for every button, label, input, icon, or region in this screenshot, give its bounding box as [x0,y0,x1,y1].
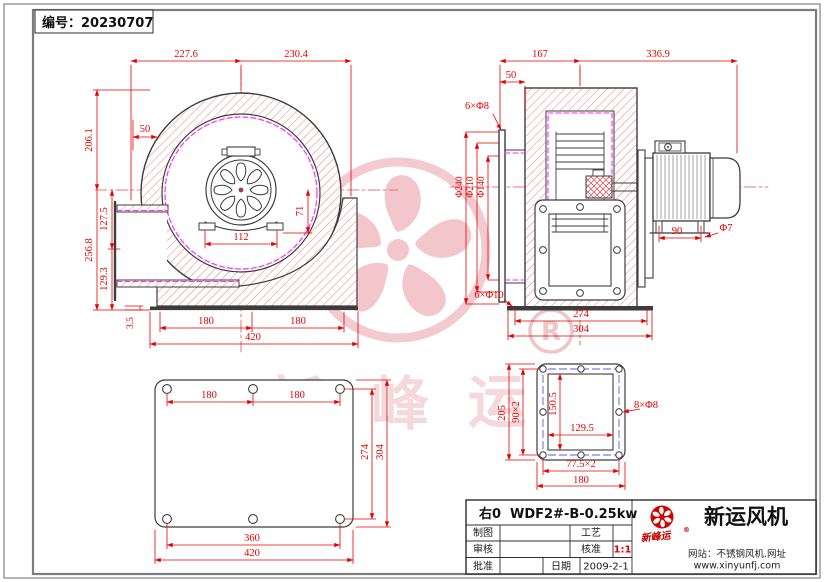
dim-front-top-left: 167 [532,49,548,60]
website-line1: 网站：不锈钢风机.网址 [688,548,787,560]
dim-side-plate-thickness: 3.5 [126,317,136,329]
website-line2: www.xinyunfj.com [694,561,781,572]
dim-side-outlet-b: 129.3 [99,267,110,291]
checked-label: 审核 [473,543,493,556]
title-block: 右0 WDF2#-B-0.25kw 制图 审核 批准 工艺 核准 1:1 日期 … [465,499,817,575]
watermark-r: R [541,317,561,347]
dim-flange-opening-w: 129.5 [570,423,594,434]
dim-plan-width: 420 [244,548,260,559]
model-number: WDF2#-B-0.25kw [510,507,637,522]
watermark-char-2: 峰 [371,370,429,438]
front-base-plate [507,306,653,311]
inlet-foot-left [198,222,216,231]
base-plate-plan: 180 180 274 304 360 420 [154,379,391,564]
brand-script: 新峰运 [640,529,673,544]
dim-side-upper-height: 206.1 [84,128,95,152]
dim-flange-width: 180 [573,475,589,486]
dim-motor-foot-hole: Φ7 [720,223,733,234]
inlet-flange-plate [498,129,506,303]
watermark-char-3: 运 [468,368,526,436]
process-label: 工艺 [581,527,601,539]
dim-side-offset: 50 [140,124,151,135]
dim-side-top-left: 227.6 [174,49,198,60]
outlet-top-wall [116,204,169,213]
dim-flange-v-spacing: 90×2 [511,401,522,423]
motor [637,140,741,288]
dim-base-width: 304 [573,324,590,335]
side-view: 227.6 230.4 50 206.1 256.8 127.5 129.3 3… [84,49,399,353]
dim-side-base-total: 420 [245,332,261,343]
dim-front-top-right: 336.9 [646,49,670,60]
dim-side-lower-height: 256.8 [84,238,95,262]
inlet-clamp [226,146,256,157]
inlet-foot-right [266,222,284,231]
approved-label: 批准 [473,560,493,573]
dim-side-base-a: 180 [198,316,214,327]
dim-plan-hole-span: 360 [244,533,260,544]
dim-motor-feet: 90 [672,226,683,237]
dim-front-offset: 50 [506,70,517,81]
dim-flange-height: 205 [497,405,508,421]
outlet-flange-plan: 205 90×2 150.5 129.5 77.5×2 180 8×Φ8 [497,363,658,490]
ratify-label: 核准 [581,543,601,556]
model-prefix: 右0 [478,506,501,522]
dim-flange-h-spacing: 77.5×2 [566,459,596,470]
dim-plan-span-b: 180 [289,390,305,401]
scale-value: 1:1 [614,545,632,556]
volute-lower-panel [156,197,358,307]
company-logo-icon [650,505,674,529]
date-value: 2009-2-1 [583,562,628,573]
registered-watermark-icon: R [528,308,574,354]
base-plate-outline [154,379,354,528]
dim-flange-opening-h: 150.5 [548,392,559,416]
dim-inlet-od: Φ240 [455,176,465,197]
dim-plan-hole-depth: 274 [360,443,371,460]
dim-plan-span-a: 180 [201,390,217,401]
drawn-label: 制图 [473,526,493,539]
dim-flange-holes: 8×Φ8 [634,400,658,411]
volute-lining [164,116,318,270]
base-plate-edge [150,306,358,311]
shaft-hub [585,175,613,199]
doc-number-box [34,9,154,34]
sheet-frame: 编号：20230707 [3,3,821,579]
dim-side-hub-offset: 71 [295,206,306,217]
dim-side-foot-span: 112 [233,232,248,243]
inlet-impeller [198,146,284,231]
dim-base-holes: 6×Φ10 [474,290,503,301]
company-name: 新运风机 [704,505,788,529]
dim-side-top-right: 230.4 [284,49,308,60]
dim-side-base-b: 180 [290,316,306,327]
dim-inlet-bcd: Φ210 [466,176,476,197]
outlet-flange-front [534,199,626,301]
dim-inlet-holes: 6×Φ8 [465,101,489,112]
motor-end-cap [709,157,741,219]
dim-side-outlet-a: 127.5 [99,207,110,231]
registered-mark: ® [683,526,690,534]
date-label: 日期 [551,561,571,573]
doc-number: 编号：20230707 [42,15,153,31]
dim-outlet-width: 274 [573,309,590,320]
front-view: 167 336.9 50 6×Φ8 Φ240 Φ210 Φ140 90 Φ7 6… [449,49,769,346]
dim-inlet-id: Φ140 [477,176,487,197]
outlet-bottom-wall [116,279,240,288]
dim-plan-depth: 304 [375,443,386,460]
